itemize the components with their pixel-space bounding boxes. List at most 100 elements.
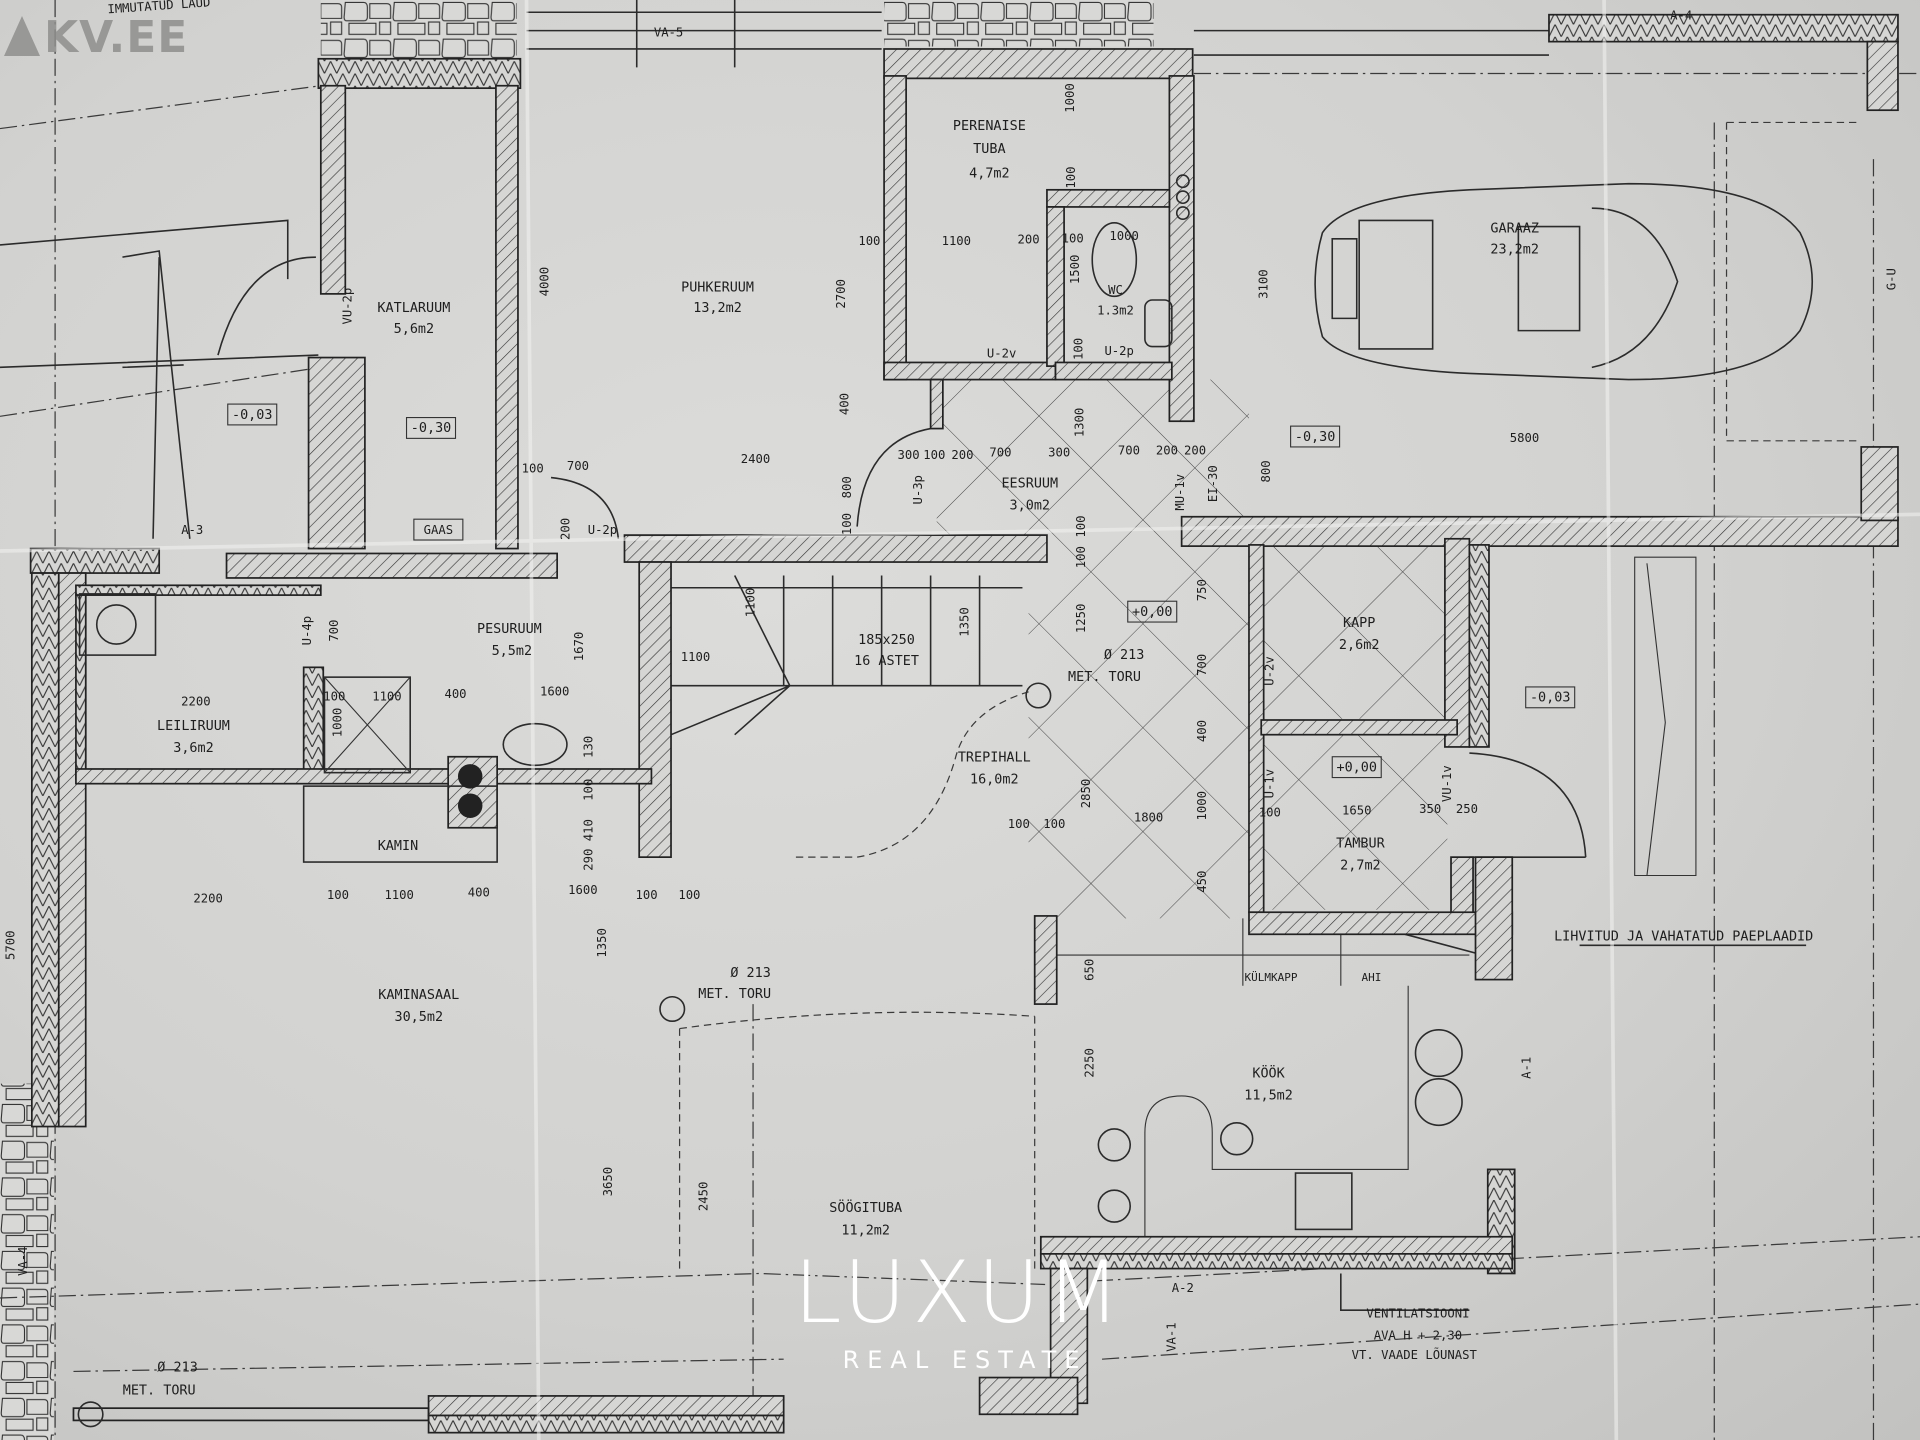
room-name-puhkeruum: PUHKERUUM [681,280,754,295]
dimension-label: 1000 [1195,791,1209,820]
room-name-pesuruum: PESURUUM [477,622,542,637]
room-area-wc: 1.3m2 [1097,304,1134,318]
dimension-label: 100 [1043,817,1065,831]
wall-segment [319,84,347,295]
dimension-label: 2200 [181,694,210,708]
dimension-label: 3650 [601,1167,615,1196]
axis-label: VA-4 [16,1246,30,1275]
level-marker: -0,03 [1530,691,1571,706]
wall-segment [883,361,1057,381]
stone-paving [884,0,1154,47]
wall-segment [1168,75,1195,423]
axis-label: VA-1 [1165,1322,1179,1351]
wall-segment [1866,40,1899,112]
dimension-label: 1300 [1073,408,1087,437]
room-area-garaaz: 23,2m2 [1490,242,1539,257]
dimension-label: 100 [635,888,657,902]
gaas-label: GAAS [424,523,453,537]
dimension-label: 2400 [741,452,770,466]
dimension-label: 100 [1062,231,1084,245]
door-code: MU-1v [1173,474,1187,511]
room-area-kook: 11,5m2 [1244,1089,1293,1104]
dimension-label: 1100 [942,234,971,248]
level-marker-box [1290,425,1341,448]
dimension-label: 100 [858,234,880,248]
wall-segment [1548,13,1899,43]
dimension-label: 200 [1018,233,1040,247]
dimension-label: 400 [444,687,466,701]
dimension-label: 100 [1259,806,1281,820]
room-name-perenaise-tuba-2: TUBA [973,142,1005,157]
dimension-label: 2700 [834,279,848,308]
dimension-label: 130 [582,736,596,758]
wall-segment [1450,856,1474,920]
room-area-puhkeruum: 13,2m2 [693,301,742,316]
pipe-label: MET. TORU [698,987,771,1002]
dimension-label: 200 [951,448,973,462]
luxum-watermark: LUXUM [793,1243,1127,1343]
dimension-label: 1250 [1074,604,1088,633]
dimension-label: 1100 [372,689,401,703]
wall-segment [883,75,907,381]
dimension-label: 200 [1184,443,1206,457]
chimney-flue-icon [457,764,483,789]
dimension-label: 100 [1074,546,1088,568]
wall-segment [302,666,325,779]
dimension-label: 2450 [697,1182,711,1211]
axis-label: A-3 [181,523,203,537]
wall-segment [495,84,519,550]
kv-watermark-text: KV.EE [44,12,189,63]
dimension-label: 700 [327,620,341,642]
dimension-label: 2200 [193,891,222,905]
dimension-label: 2250 [1082,1048,1096,1077]
wall-segment [29,547,161,574]
stool-icon [1097,1189,1131,1223]
dimension-label: 1100 [681,650,710,664]
dimension-label: 1100 [743,588,757,617]
car-icon [1314,182,1813,381]
room-area-soogituba: 11,2m2 [841,1223,890,1238]
dimension-label: 650 [1082,959,1096,981]
room-name-kapp: KAPP [1343,616,1375,631]
dimension-label: 290 410 [582,819,596,871]
vent-note-3: VT. VAADE LÕUNAST [1352,1347,1478,1362]
dimension-label: 400 [1195,720,1209,742]
pipe-label: MET. TORU [123,1384,196,1399]
dimension-label: 1600 [540,685,569,699]
dimension-label: 1000 [1063,83,1077,112]
room-name-garaaz: GARAAZ [1490,222,1539,237]
room-name-tambur: TAMBUR [1336,836,1385,851]
wall-segment [427,1395,785,1417]
wall-segment [623,534,1048,563]
wall-segment [72,1407,430,1422]
floor-finish-note: LIHVITUD JA VAHATATUD PAEPLAADID [1554,929,1813,944]
shower-icon [323,676,412,774]
level-marker-box [1331,756,1382,779]
axis-label: A-1 [1520,1057,1534,1079]
level-marker-box [1525,686,1576,709]
stairs-steps-label: 16 ASTET [854,654,919,669]
pipe-diameter: Ø 213 [157,1360,198,1375]
wall-segment [883,48,1194,80]
wall-segment [75,584,322,596]
level-marker: -0,30 [411,421,452,436]
door-code: U-4p [300,616,314,645]
pipe-diameter: Ø 213 [1104,648,1145,663]
wall-segment [1248,911,1514,936]
room-area-eesruum: 3,0m2 [1010,498,1051,513]
door-code: U-2v [1262,656,1276,685]
dimension-label: 450 [1195,871,1209,893]
dimension-label: 350 [1419,802,1441,816]
dimension-label: 100 [582,779,596,801]
pipe-label: MET. TORU [1068,670,1141,685]
stool-icon [1220,1122,1254,1156]
room-name-katlaruum: KATLARUUM [377,301,450,316]
axis-label: A-2 [1172,1281,1194,1295]
sink-bowl-icon [1414,1029,1463,1078]
dimension-label: 400 [838,393,852,415]
fridge-label: KÜLMKAPP [1244,971,1297,984]
dimension-label: 1100 [384,888,413,902]
dimension-label: 700 [567,459,589,473]
room-name-trepihall: TREPIHALL [958,751,1031,766]
